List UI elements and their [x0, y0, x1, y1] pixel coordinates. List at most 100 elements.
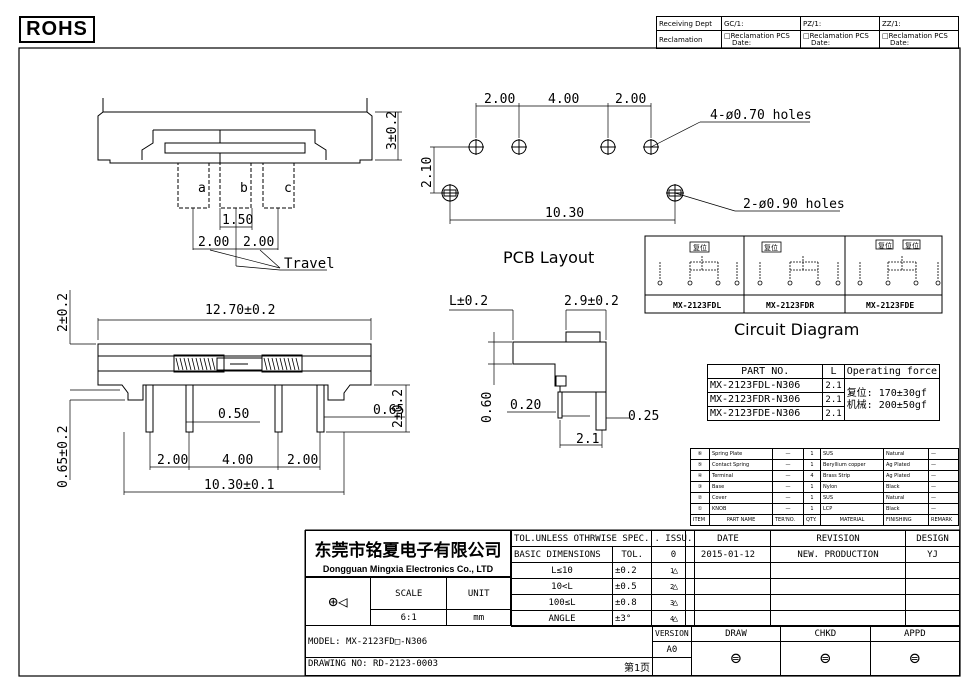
- bom-header-mat: MATERIAL: [820, 514, 884, 526]
- bom-name: Cover: [709, 492, 773, 504]
- pcb-dim-2-00-left: 2.00: [484, 92, 515, 107]
- side-dim-0-65-vertical: 0.65±0.2: [56, 425, 71, 488]
- revision-header: REVISION: [770, 530, 906, 547]
- bom-header-qty: QTY.: [803, 514, 821, 526]
- appd-header: APPD: [869, 625, 961, 642]
- version-value: A0: [652, 641, 692, 658]
- bom-mat: SUS: [820, 448, 884, 460]
- bom-qty: 1: [803, 503, 821, 515]
- receiving-table: Receiving Dept GC/1: PZ/1: ZZ/1: Reclama…: [656, 16, 959, 49]
- circuit-fdl: [657, 241, 740, 286]
- tol-value: ±0.5: [611, 578, 653, 595]
- bom-mat: Nylon: [820, 481, 884, 493]
- part-row-1: MX-2123FDL-N306: [706, 378, 824, 393]
- scale-value: 6:1: [369, 609, 448, 626]
- tol-header: TOL.UNLESS OTHRWISE SPEC.: [510, 530, 653, 547]
- tol-value: ±0.2: [611, 562, 653, 579]
- bom-item: ②: [690, 492, 710, 504]
- end-dim-0-25: 0.25: [628, 409, 659, 424]
- drawing-frame: [18, 47, 961, 677]
- bom-qty: 1: [803, 492, 821, 504]
- fde-return-tag-right: 复位: [905, 241, 919, 250]
- unit-value: mm: [446, 609, 511, 626]
- circuit-label-fde: MX-2123FDE: [866, 301, 914, 310]
- bom-mat: LCP: [820, 503, 884, 515]
- pcb-dim-2-00-right: 2.00: [615, 92, 646, 107]
- company-block: 东莞市铭夏电子有限公司 Dongguan Mingxia Electronics…: [305, 530, 511, 577]
- revision-0: NEW. PRODUCTION: [770, 546, 906, 563]
- scale-header: SCALE: [369, 577, 448, 610]
- tol-dim: L≤10: [511, 562, 613, 579]
- fdl-return-tag: 复位: [693, 243, 707, 252]
- bom-mat: SUS: [820, 492, 884, 504]
- bom-header-ter: TER'NO.: [772, 514, 804, 526]
- parts-header-l: L: [822, 364, 845, 379]
- bom-mat: Brass Strip: [820, 470, 884, 482]
- end-dim-0-20: 0.20: [510, 398, 541, 413]
- end-dim-2-9: 2.9±0.2: [564, 294, 619, 309]
- fdr-return-tag: 复位: [764, 243, 778, 252]
- tolerance-table: TOL.UNLESS OTHRWISE SPEC.. ISSU. BASIC D…: [510, 530, 696, 627]
- bom-qty: 4: [803, 470, 821, 482]
- circuit-fdr: [757, 241, 841, 286]
- pcb-layout: [430, 103, 840, 224]
- bom-ter: —: [772, 481, 804, 493]
- bom-header-name: PART NAME: [709, 514, 773, 526]
- tol-dim: 100≤L: [511, 594, 613, 611]
- side-dim-4-00: 4.00: [222, 453, 253, 468]
- model-cell: MODEL: MX-2123FD□-N306: [305, 625, 653, 658]
- appd-stamp: ⊜: [869, 641, 961, 676]
- part-row-2: MX-2123FDR-N306: [706, 392, 824, 407]
- side-dim-0-65: 0.65: [373, 403, 404, 418]
- holes-070-label: 4-ø0.70 holes: [710, 108, 812, 123]
- bom-item: ④: [690, 470, 710, 482]
- circuit-label-fdr: MX-2123FDR: [766, 301, 814, 310]
- bom-name: Contact Spring: [709, 459, 773, 471]
- bom-fin: Natural: [883, 492, 929, 504]
- unit-header: UNIT: [446, 577, 511, 610]
- circuit-label-fdl: MX-2123FDL: [673, 301, 721, 310]
- draw-header: DRAW: [690, 625, 782, 642]
- bom-item: ⑤: [690, 459, 710, 471]
- dim-3-top: 3±0.2: [385, 111, 400, 150]
- side-dim-10-30: 10.30±0.1: [204, 478, 274, 493]
- end-dim-2-1: 2.1: [576, 432, 599, 447]
- designer-0: YJ: [905, 546, 960, 563]
- terminal-b-label: b: [240, 181, 248, 196]
- bom-header-fin: FINISHING: [883, 514, 929, 526]
- side-dim-2-00-right: 2.00: [287, 453, 318, 468]
- side-dim-2-pins: 2±0.2: [391, 389, 406, 428]
- chkd-stamp: ⊜: [780, 641, 871, 676]
- dim-1-50: 1.50: [222, 213, 253, 228]
- bom-fin: Black: [883, 481, 929, 493]
- bom-item: ①: [690, 503, 710, 515]
- top-view: [97, 98, 402, 271]
- bom-qty: 1: [803, 459, 821, 471]
- bom-ter: —: [772, 459, 804, 471]
- side-dim-2-height: 2±0.2: [56, 293, 71, 332]
- bom-rem: —: [928, 492, 959, 504]
- parts-header-force: Operating force: [843, 364, 941, 379]
- side-dim-12-70: 12.70±0.2: [205, 303, 275, 318]
- chkd-header: CHKD: [780, 625, 871, 642]
- side-view: [69, 290, 410, 495]
- terminal-a-label: a: [198, 181, 206, 196]
- bom-name: KNOB: [709, 503, 773, 515]
- circuit-fde: [857, 239, 941, 286]
- pcb-dim-4-00: 4.00: [548, 92, 579, 107]
- bom-fin: Ag Plated: [883, 459, 929, 471]
- design-header: DESIGN: [905, 530, 960, 547]
- holes-090-label: 2-ø0.90 holes: [743, 197, 845, 212]
- part-row-3: MX-2123FDE-N306: [706, 406, 824, 421]
- date-header: DATE: [685, 530, 771, 547]
- bom-fin: Natural: [883, 448, 929, 460]
- tol-value: ±0.8: [611, 594, 653, 611]
- bom-ter: —: [772, 503, 804, 515]
